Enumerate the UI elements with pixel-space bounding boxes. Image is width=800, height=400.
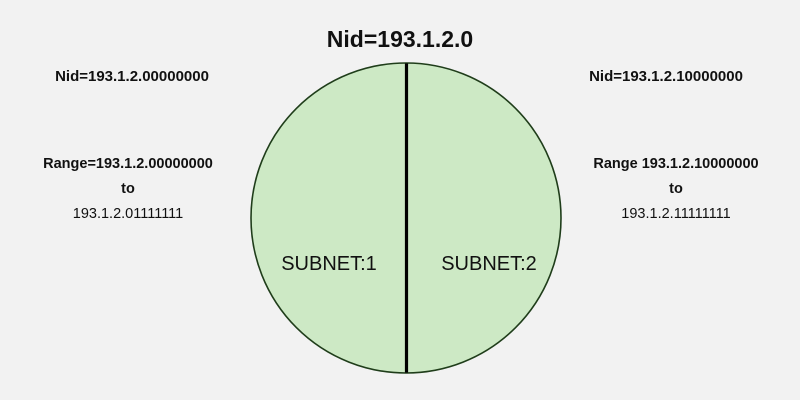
range-block-subnet-1: Range=193.1.2.00000000 to 193.1.2.011111… bbox=[10, 152, 246, 227]
range-end-subnet-1: 193.1.2.01111111 bbox=[72, 206, 184, 222]
range-separator-subnet-1: to bbox=[121, 181, 135, 197]
subnet-circle-svg bbox=[250, 62, 562, 374]
range-separator-subnet-2: to bbox=[669, 181, 683, 197]
subnet-label-1: SUBNET:1 bbox=[281, 253, 377, 275]
range-end-subnet-2: 193.1.2.11111111 bbox=[621, 206, 731, 222]
nid-label-subnet-2: Nid=193.1.2.10000000 bbox=[589, 68, 743, 85]
range-start-subnet-1: Range=193.1.2.00000000 bbox=[43, 156, 213, 172]
range-block-subnet-2: Range 193.1.2.10000000 to 193.1.2.111111… bbox=[556, 152, 796, 227]
subnet-label-2: SUBNET:2 bbox=[441, 253, 537, 275]
subnet-circle bbox=[250, 62, 562, 374]
nid-label-subnet-1: Nid=193.1.2.00000000 bbox=[55, 68, 209, 85]
diagram-title: Nid=193.1.2.0 bbox=[326, 26, 474, 52]
range-start-subnet-2: Range 193.1.2.10000000 bbox=[593, 156, 759, 172]
